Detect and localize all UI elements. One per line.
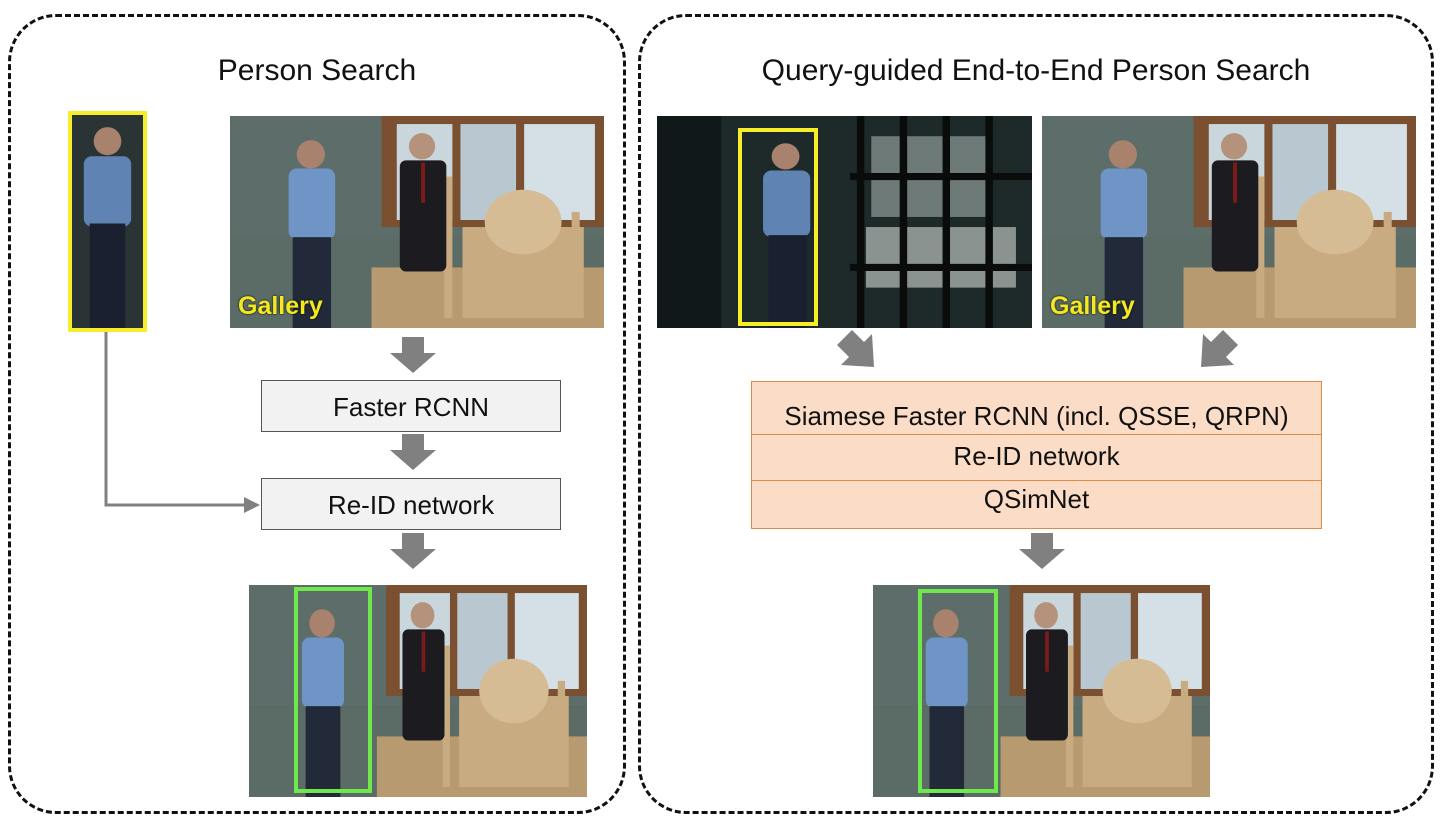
reid-stage: Re-ID network: [261, 478, 561, 530]
query-scene-photo: [657, 116, 1032, 328]
query-box: [68, 111, 147, 332]
reid-row: Re-ID network: [752, 434, 1321, 480]
siamese-faster-rcnn-row: Siamese Faster RCNN (incl. QSSE, QRPN): [784, 401, 1289, 431]
gallery-image: Gallery: [230, 116, 604, 328]
panel-title: Person Search: [217, 54, 417, 87]
gallery-label: Gallery: [238, 292, 323, 320]
query-guided-network-stack: Siamese Faster RCNN (incl. QSSE, QRPN) R…: [751, 381, 1322, 529]
person-search-panel: Person Search: [8, 14, 626, 814]
qsimnet-row: QSimNet: [752, 480, 1321, 528]
panel-title: Query-guided End-to-End Person Search: [761, 54, 1311, 87]
result-box: [294, 587, 372, 793]
query-guided-panel: Query-guided End-to-End Person Search: [638, 14, 1434, 814]
query-box: [738, 128, 818, 326]
query-image: [68, 111, 147, 332]
query-scene-image: [657, 116, 1032, 328]
faster-rcnn-stage: Faster RCNN: [261, 380, 561, 432]
gallery-image: Gallery: [1042, 116, 1416, 328]
result-image: [873, 585, 1210, 797]
result-box: [918, 589, 998, 793]
gallery-label: Gallery: [1050, 292, 1135, 320]
result-image: [249, 585, 587, 797]
